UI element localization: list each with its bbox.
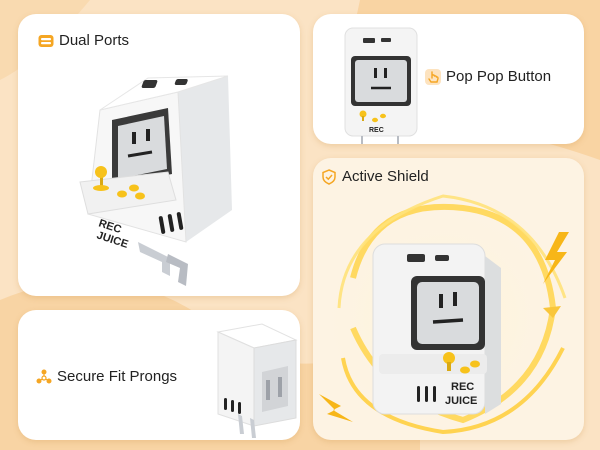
svg-text:JUICE: JUICE <box>445 395 477 407</box>
dual-ports-label: Dual Ports <box>59 32 130 49</box>
shield-check-icon <box>321 168 337 185</box>
secure-prongs-feature: Secure Fit Prongs <box>36 368 177 385</box>
svg-text:REC: REC <box>451 381 474 393</box>
connected-nodes-icon <box>36 369 52 385</box>
pop-button-feature: Pop Pop Button <box>425 68 551 85</box>
charger-front-image: REC <box>344 27 418 144</box>
active-shield-label: Active Shield <box>342 168 429 185</box>
secure-prongs-label: Secure Fit Prongs <box>57 368 178 385</box>
svg-text:REC: REC <box>369 127 384 134</box>
dual-ports-card: Dual Ports REC JUICE <box>18 14 300 296</box>
usb-port-icon <box>38 33 54 49</box>
dual-ports-feature: Dual Ports <box>38 32 129 49</box>
charger-prongs-image <box>216 323 298 438</box>
charger-shield-image: REC JUICE <box>316 194 569 438</box>
charger-angled-image: REC JUICE <box>79 75 232 286</box>
hand-press-icon <box>425 68 441 85</box>
pop-button-card: REC Pop Pop Button <box>313 14 584 144</box>
active-shield-feature: Active Shield <box>321 168 429 185</box>
pop-button-label: Pop Pop Button <box>446 68 552 85</box>
active-shield-card: Active Shield REC JUICE <box>313 158 584 440</box>
secure-prongs-card: Secure Fit Prongs <box>18 310 300 440</box>
